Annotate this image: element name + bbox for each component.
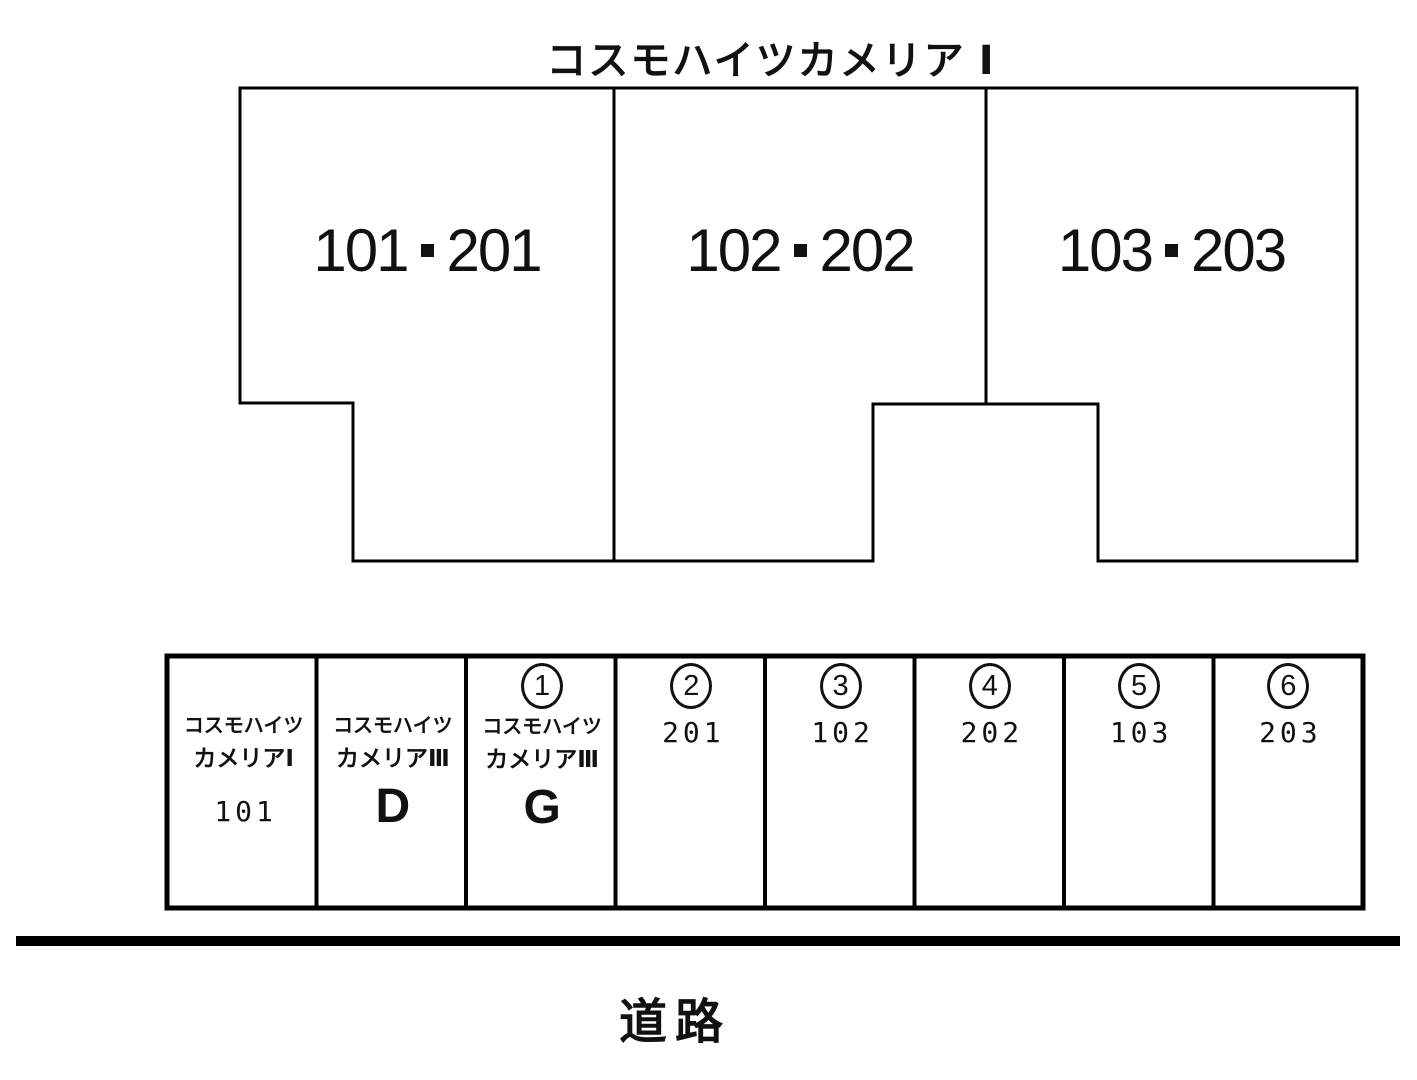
stall-unit-number: 202 [960,716,1024,749]
stall-number-circle: 6 [1267,663,1310,709]
stall-building-name: カメリアⅢ [485,746,599,772]
stall-number-circle: 2 [670,663,713,709]
unit-label-101-201: 101 201 [240,217,614,284]
stall-building-name: カメリアⅠ [193,745,294,771]
stall-building-name: コスモハイツ [183,715,304,737]
stall-number-circle: 4 [968,663,1011,709]
unit-label-103-203: 103 203 [986,217,1357,284]
stall-number: 6 [1280,669,1297,702]
stall-building-name: カメリアⅢ [336,745,450,771]
unit-number-left: 101 [313,216,409,284]
parking-stall-1: コスモハイツ カメリアⅠ 101 [169,658,318,906]
unit-label-102-202: 102 202 [614,217,986,284]
parking-stalls-row: コスモハイツ カメリアⅠ 101 コスモハイツ カメリアⅢ D 1 コスモハイツ… [169,658,1363,906]
middle-dot-icon [1165,243,1178,257]
parking-stall-8: 6 203 [1214,658,1363,906]
stall-unit-number: 102 [811,716,874,749]
unit-number-left: 103 [1057,216,1154,284]
parking-stall-5: 3 102 [766,658,915,906]
stall-unit-number: 101 [214,795,277,828]
parking-stall-3: 1 コスモハイツ カメリアⅢ G [468,658,617,906]
building-title: コスモハイツカメリア Ⅰ [546,39,996,83]
stall-number-circle: 5 [1118,663,1161,709]
parking-stall-2: コスモハイツ カメリアⅢ D [318,658,467,906]
stall-building-name: コスモハイツ [482,716,602,738]
stall-number-circle: 1 [521,663,564,709]
stall-number: 2 [683,669,700,702]
middle-dot-icon [793,243,807,257]
parking-stall-6: 4 202 [915,658,1064,906]
unit-number-right: 202 [819,216,916,284]
stall-unit-number: 201 [662,716,725,749]
unit-number-right: 203 [1191,216,1287,284]
unit-number-right: 201 [446,216,543,284]
stall-number: 1 [534,669,551,702]
unit-number-left: 102 [686,216,782,284]
stall-code-letter: G [523,781,561,834]
stall-building-name: コスモハイツ [333,715,453,737]
stall-unit-number: 203 [1259,716,1322,749]
parking-stall-7: 5 103 [1065,658,1214,906]
stall-number: 3 [832,669,849,702]
middle-dot-icon [420,243,434,257]
stall-number-circle: 3 [819,663,862,709]
stall-number: 5 [1131,669,1148,702]
stall-number: 4 [981,669,998,702]
parking-stall-4: 2 201 [617,658,766,906]
stall-unit-number: 103 [1109,716,1173,749]
road-label: 道路 [618,996,731,1049]
stall-code-letter: D [375,780,411,833]
building-outline [238,86,1359,563]
